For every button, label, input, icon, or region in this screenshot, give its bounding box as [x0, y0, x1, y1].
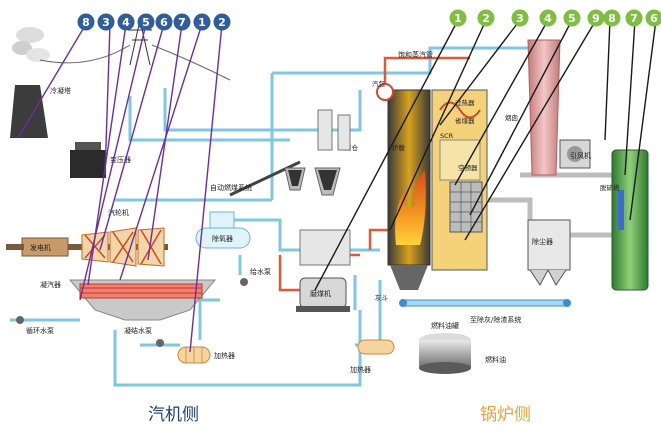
transformer: 变压器 [70, 142, 131, 178]
steam-turbine: 汽轮机 [68, 208, 168, 267]
coal-mill: 磨煤机 [296, 277, 350, 312]
boiler-marker-9: 9 [592, 12, 600, 25]
circulating-water-pump: 循环水泵 [16, 316, 54, 335]
ash-hopper-label: 灰斗 [375, 293, 389, 302]
boiler-side-caption: 锅炉侧 [480, 405, 531, 425]
ash-system-label: 至除灰/除渣系统 [470, 315, 521, 324]
leader-lines-boiler [314, 19, 657, 291]
heater2-label: 加热器 [350, 365, 371, 374]
boiler-marker-4: 4 [544, 12, 552, 25]
transformer-label: 变压器 [110, 155, 131, 164]
boiler-markers: 1 2 3 4 5 9 8 7 6 [449, 9, 661, 27]
circ-pump-label: 循环水泵 [26, 326, 54, 335]
turbine-marker-3: 3 [102, 16, 110, 29]
fuel-oil-label: 燃料油 [485, 355, 506, 364]
cooling-tower: 冷凝塔 [10, 27, 71, 138]
deaerator: 除氧器 [195, 211, 251, 249]
boiler-marker-5: 5 [568, 12, 576, 25]
fuel-oil-heater: 加热器 [350, 339, 395, 374]
cyclone-separators [299, 109, 351, 266]
generator-label: 发电机 [30, 243, 51, 252]
id-fan-label: 引风机 [570, 151, 591, 160]
fuel-oil-tank: 燃料油罐 [419, 321, 471, 374]
turbine-side-caption: 汽机侧 [148, 405, 199, 425]
superheater-label: 过热器 [455, 98, 475, 107]
boiler: 炉膛 汽包 饱和蒸汽管 灰斗 [372, 50, 433, 302]
turbine-markers: 8 3 4 5 6 7 1 2 [77, 13, 231, 31]
turbine-label: 汽轮机 [108, 208, 129, 217]
turbine-marker-4: 4 [122, 16, 130, 29]
air-preheater-label: 空预器 [458, 163, 478, 172]
coal-bunker: 煤仓 [284, 143, 359, 196]
coal-bunker-label: 煤仓 [345, 143, 359, 152]
boiler-marker-1: 1 [454, 12, 462, 25]
condenser-label: 凝汽器 [40, 280, 61, 289]
coal-conveyor: 自动燃煤系统 [210, 160, 301, 197]
furnace-label: 炉膛 [392, 143, 406, 152]
lp-heater: 加热器 [177, 346, 235, 364]
chimney: 烟囱 [505, 39, 561, 176]
fuel-tank-label: 燃料油罐 [431, 321, 459, 330]
cooling-tower-label: 冷凝塔 [50, 86, 71, 95]
chimney-label: 烟囱 [505, 113, 518, 122]
turbine-marker-5: 5 [142, 16, 150, 29]
feed-water-pump: 给水泵 [240, 267, 271, 286]
id-fan: 引风机 [559, 139, 591, 169]
deaerator-label: 除氧器 [212, 234, 233, 243]
air-preheater [449, 181, 483, 233]
desulfurization-tower: 脱硫塔 [600, 149, 649, 291]
coal-system-label: 自动燃煤系统 [210, 183, 252, 192]
turbine-marker-1: 1 [198, 16, 206, 29]
superheater-block: SCR 过热器 省煤器 空预器 [431, 89, 488, 271]
ash-conveyor: 至除灰/除渣系统 [399, 299, 571, 324]
steam-pipe-label: 饱和蒸汽管 [398, 50, 433, 59]
desulfur-label: 脱硫塔 [600, 183, 620, 192]
scr-label: SCR [440, 132, 454, 140]
cond-pump-label: 凝结水泵 [124, 326, 152, 335]
boiler-marker-7: 7 [630, 12, 638, 25]
precipitator: 除尘器 [527, 219, 571, 286]
turbine-marker-6: 6 [160, 16, 168, 29]
condenser: 凝汽器 [40, 279, 217, 321]
feed-pump-label: 给水泵 [250, 267, 271, 276]
boiler-marker-3: 3 [516, 12, 524, 25]
condensate-pump: 凝结水泵 [124, 326, 164, 347]
boiler-marker-2: 2 [482, 12, 490, 25]
generator: 发电机 [6, 237, 69, 257]
leader-lines [17, 23, 223, 353]
coal-mill-label: 磨煤机 [310, 289, 331, 298]
boiler-marker-8: 8 [608, 12, 616, 25]
drum-label: 汽包 [372, 79, 386, 88]
turbine-marker-8: 8 [82, 16, 90, 29]
precipitator-label: 除尘器 [532, 237, 553, 246]
economizer-label: 省煤器 [455, 116, 475, 125]
turbine-marker-7: 7 [178, 16, 186, 29]
turbine-marker-2: 2 [218, 16, 226, 29]
boiler-marker-6: 6 [650, 12, 658, 25]
heater-label: 加热器 [214, 351, 235, 360]
